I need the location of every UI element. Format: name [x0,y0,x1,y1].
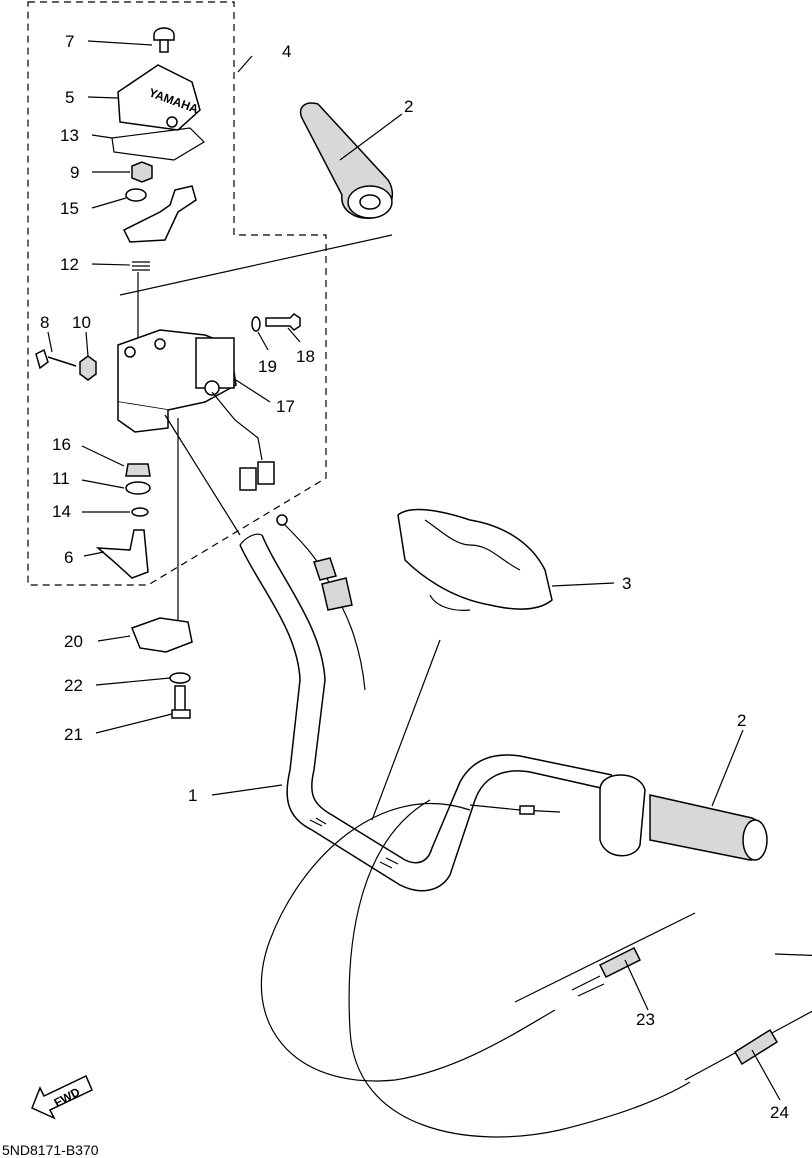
callout-6: 6 [64,548,73,567]
callout-24: 24 [770,1103,789,1122]
lever-6 [95,529,149,579]
screw-7 [153,27,175,53]
collar-16 [125,463,151,477]
washer-14 [131,507,149,517]
washer-11 [125,481,151,495]
callout-14: 14 [52,502,71,521]
handlebar [239,533,613,892]
sub-assembly-boundary [27,1,327,586]
switch-body [117,329,237,433]
nut-9 [131,161,153,183]
spring-12 [132,261,150,271]
cable-23 [260,803,696,1082]
callout-2-right: 2 [737,711,746,730]
connector-17 [239,461,275,491]
cover-5: YAMAHA [117,64,201,131]
clamp-20 [131,617,193,653]
right-grip-throttle [469,774,768,861]
diagram-code: 5ND8171-B370 [2,1142,99,1158]
callout-2-left: 2 [404,97,413,116]
callout-21: 21 [64,725,83,744]
callout-1: 1 [188,786,197,805]
callout-22: 22 [64,676,83,695]
callout-19: 19 [258,357,277,376]
fwd-arrow-icon: FWD [31,1074,93,1120]
callouts: 7 4 5 2 13 9 15 12 8 10 19 18 17 16 11 1… [40,32,789,1122]
washer-15 [125,188,147,202]
leader-lines [47,40,781,1101]
callout-20: 20 [64,632,83,651]
callout-7: 7 [65,32,74,51]
callout-9: 9 [70,163,79,182]
callout-13: 13 [60,126,79,145]
callout-16: 16 [52,435,71,454]
bracket [122,185,197,243]
callout-17: 17 [276,397,295,416]
callout-15: 15 [60,199,79,218]
nut-10 [79,355,97,381]
cable-24 [348,799,812,1138]
switch-housing-right [397,508,553,611]
callout-4: 4 [282,42,291,61]
callout-18: 18 [296,347,315,366]
screw-18 [265,313,301,331]
left-grip [299,102,393,219]
callout-23: 23 [636,1010,655,1029]
bolt-21 [171,685,191,719]
callout-3: 3 [622,574,631,593]
callout-5: 5 [65,88,74,107]
gasket-13 [111,127,205,161]
throttle-cable [276,514,366,691]
callout-12: 12 [60,255,79,274]
callout-10: 10 [72,313,91,332]
screw-8 [35,348,77,370]
washer-19 [251,316,261,332]
callout-8: 8 [40,313,49,332]
washer-22 [169,672,191,684]
callout-11: 11 [52,469,70,488]
